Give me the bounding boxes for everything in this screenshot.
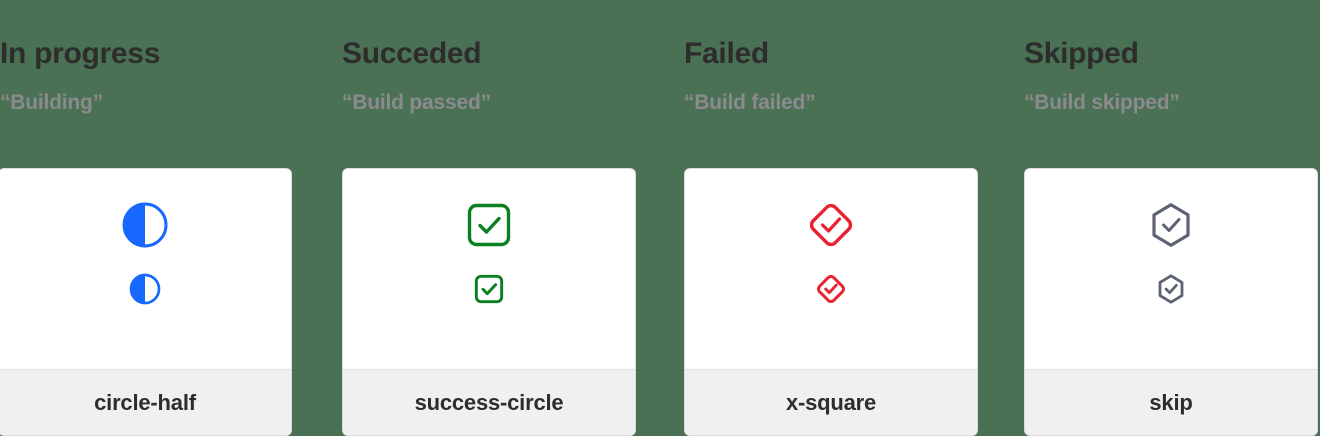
circle-half-icon-small <box>129 273 161 305</box>
column-heading: Skipped <box>1024 37 1139 70</box>
icon-card-label: x-square <box>785 389 877 415</box>
column-heading: Failed <box>684 37 769 70</box>
success-circle-icon <box>465 201 513 249</box>
circle-half-icon <box>121 201 169 249</box>
icon-card-body <box>343 169 635 369</box>
icon-card-footer: skip <box>1025 369 1317 435</box>
column-subheading: “Build passed” <box>342 91 491 114</box>
icon-card-body <box>1025 169 1317 369</box>
icon-card-skip[interactable]: skip <box>1024 168 1318 436</box>
icon-card-label: circle-half <box>94 389 196 415</box>
icon-card-label: success-circle <box>414 389 564 415</box>
success-circle-icon-small <box>473 273 505 305</box>
icon-card-success-circle[interactable]: success-circle <box>342 168 636 436</box>
skip-icon <box>1147 201 1195 249</box>
column-subheading: “Build skipped” <box>1024 91 1180 114</box>
column-subheading: “Build failed” <box>684 91 816 114</box>
x-square-icon <box>807 201 855 249</box>
icon-card-circle-half[interactable]: circle-half <box>0 168 292 436</box>
status-column-skipped: Skipped “Build skipped” skip <box>1024 0 1318 436</box>
icon-card-body <box>685 169 977 369</box>
status-column-failed: Failed “Build failed” <box>684 0 978 436</box>
icon-card-label: skip <box>1149 389 1193 415</box>
icon-card-footer: success-circle <box>343 369 635 435</box>
icon-card-body <box>0 169 291 369</box>
icon-card-footer: x-square <box>685 369 977 435</box>
column-heading: Succeded <box>342 37 482 70</box>
icon-card-x-square[interactable]: x-square <box>684 168 978 436</box>
status-column-succeeded: Succeded “Build passed” succes <box>342 0 636 436</box>
x-square-icon-small <box>815 273 847 305</box>
status-column-in-progress: In progress “Building” circle- <box>0 0 294 436</box>
column-heading: In progress <box>0 37 161 70</box>
skip-icon-small <box>1155 273 1187 305</box>
icon-card-footer: circle-half <box>0 369 291 435</box>
column-subheading: “Building” <box>0 91 103 114</box>
